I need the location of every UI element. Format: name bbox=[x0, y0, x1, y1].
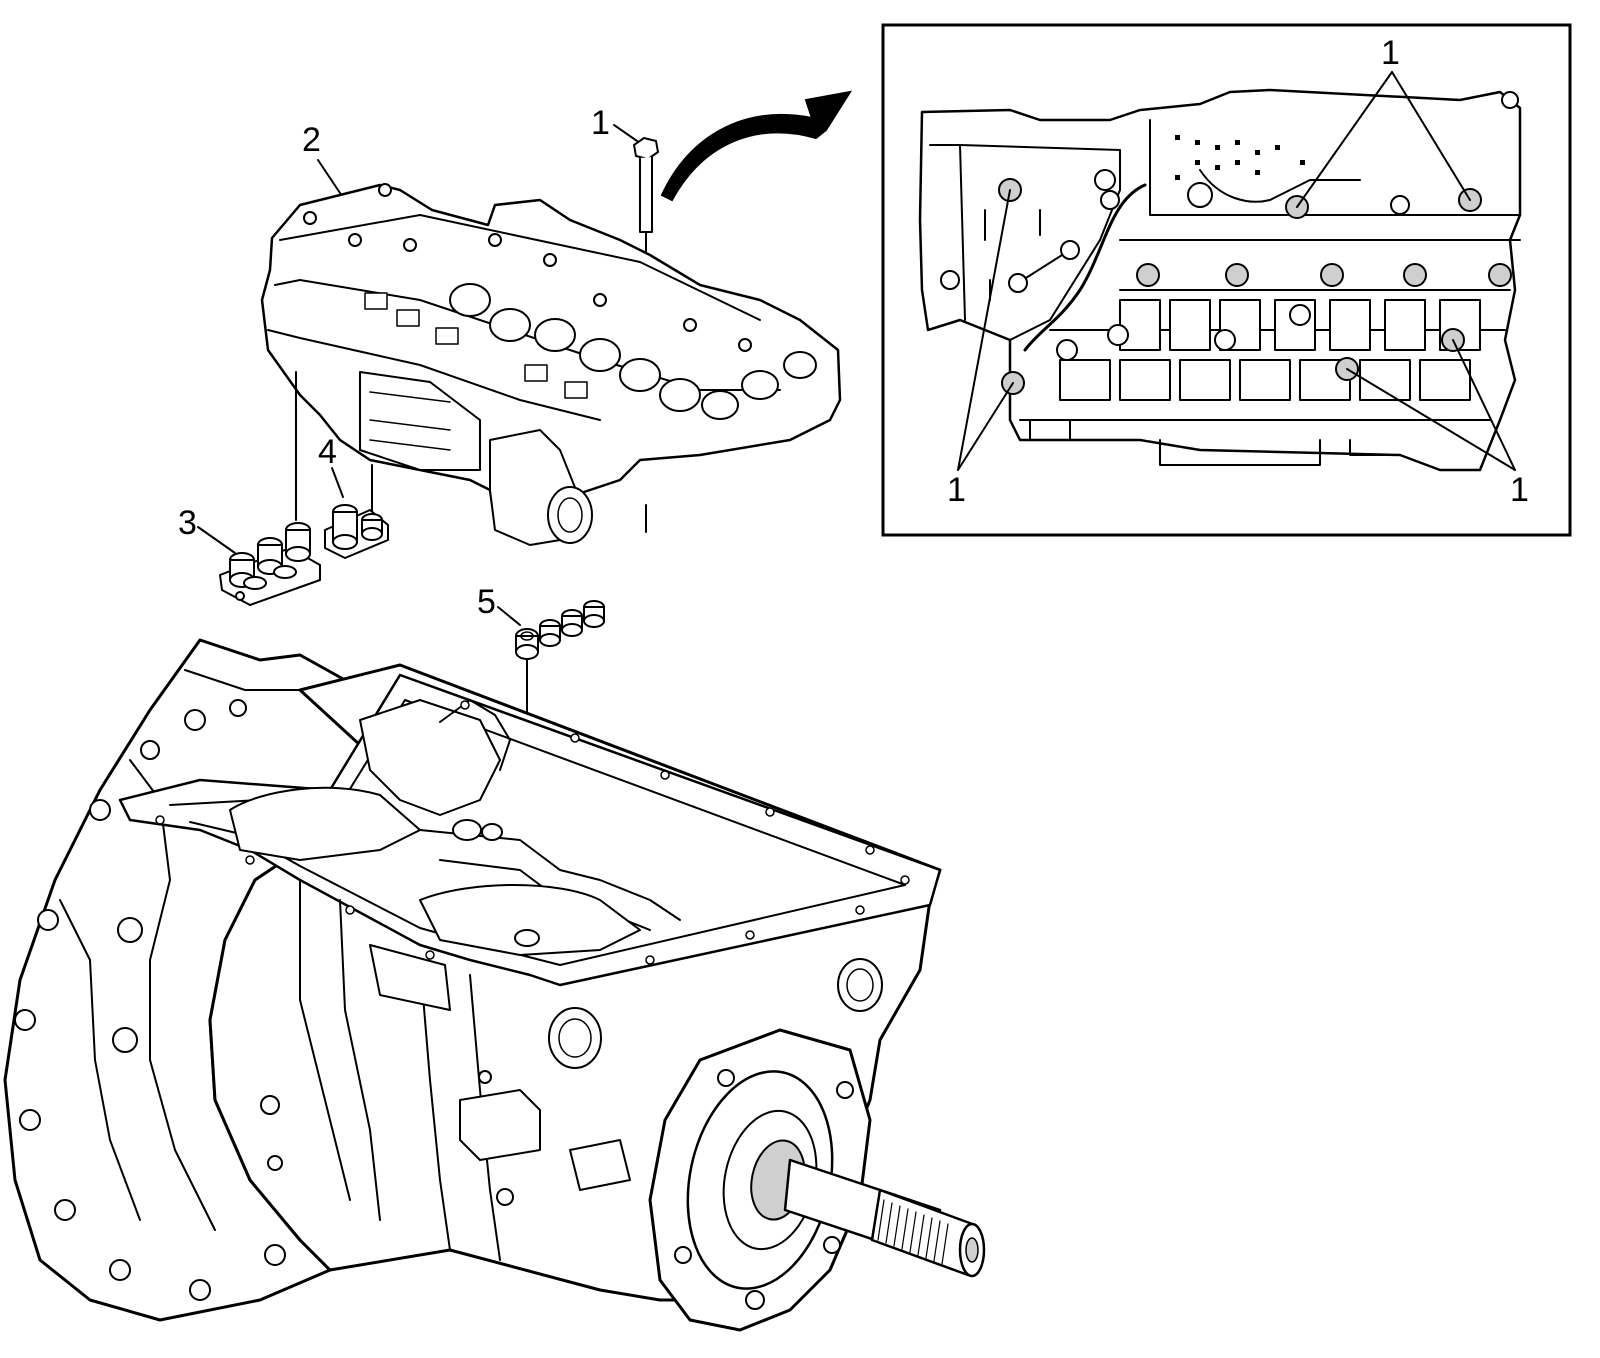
pan-flange-holes bbox=[155, 700, 910, 965]
leader-bolt bbox=[613, 124, 641, 144]
leader-seal-set-b bbox=[331, 467, 344, 498]
sleeves bbox=[515, 600, 605, 936]
callout-sleeves-label: 5 bbox=[477, 583, 496, 621]
transmission-case bbox=[3, 638, 986, 1332]
inset-leaders bbox=[957, 71, 1516, 471]
callout-seal-set-b-label: 4 bbox=[318, 433, 337, 471]
rear-flange-bosses bbox=[674, 1069, 854, 1310]
valve-body-bosses bbox=[303, 183, 752, 352]
callout-valve-body-label: 2 bbox=[302, 121, 321, 159]
callout-seal-set-a-label: 3 bbox=[178, 504, 197, 542]
inset-view: 1 1 1 bbox=[881, 23, 1572, 537]
inset-port-dots bbox=[1175, 135, 1305, 180]
inset-solenoid-row bbox=[1059, 299, 1481, 401]
inset-callout-bottom-left-label: 1 bbox=[947, 471, 966, 509]
valve-body bbox=[260, 183, 842, 546]
seal-set-b bbox=[324, 504, 389, 559]
leader-sleeves bbox=[497, 606, 521, 626]
inset-callout-bottom-right-label: 1 bbox=[1510, 471, 1529, 509]
inset-callout-top-label: 1 bbox=[1381, 34, 1400, 72]
arrow-to-inset bbox=[660, 90, 853, 202]
seal-set-a-rings bbox=[229, 522, 311, 590]
bell-housing-bosses bbox=[14, 699, 286, 1301]
seal-set-a bbox=[219, 522, 321, 606]
leader-seal-set-a bbox=[197, 526, 236, 554]
valve-body-cylinders bbox=[449, 283, 817, 420]
callout-bolt-label: 1 bbox=[591, 104, 610, 142]
valve-body-plates bbox=[364, 292, 588, 399]
output-shaft bbox=[783, 1158, 986, 1278]
